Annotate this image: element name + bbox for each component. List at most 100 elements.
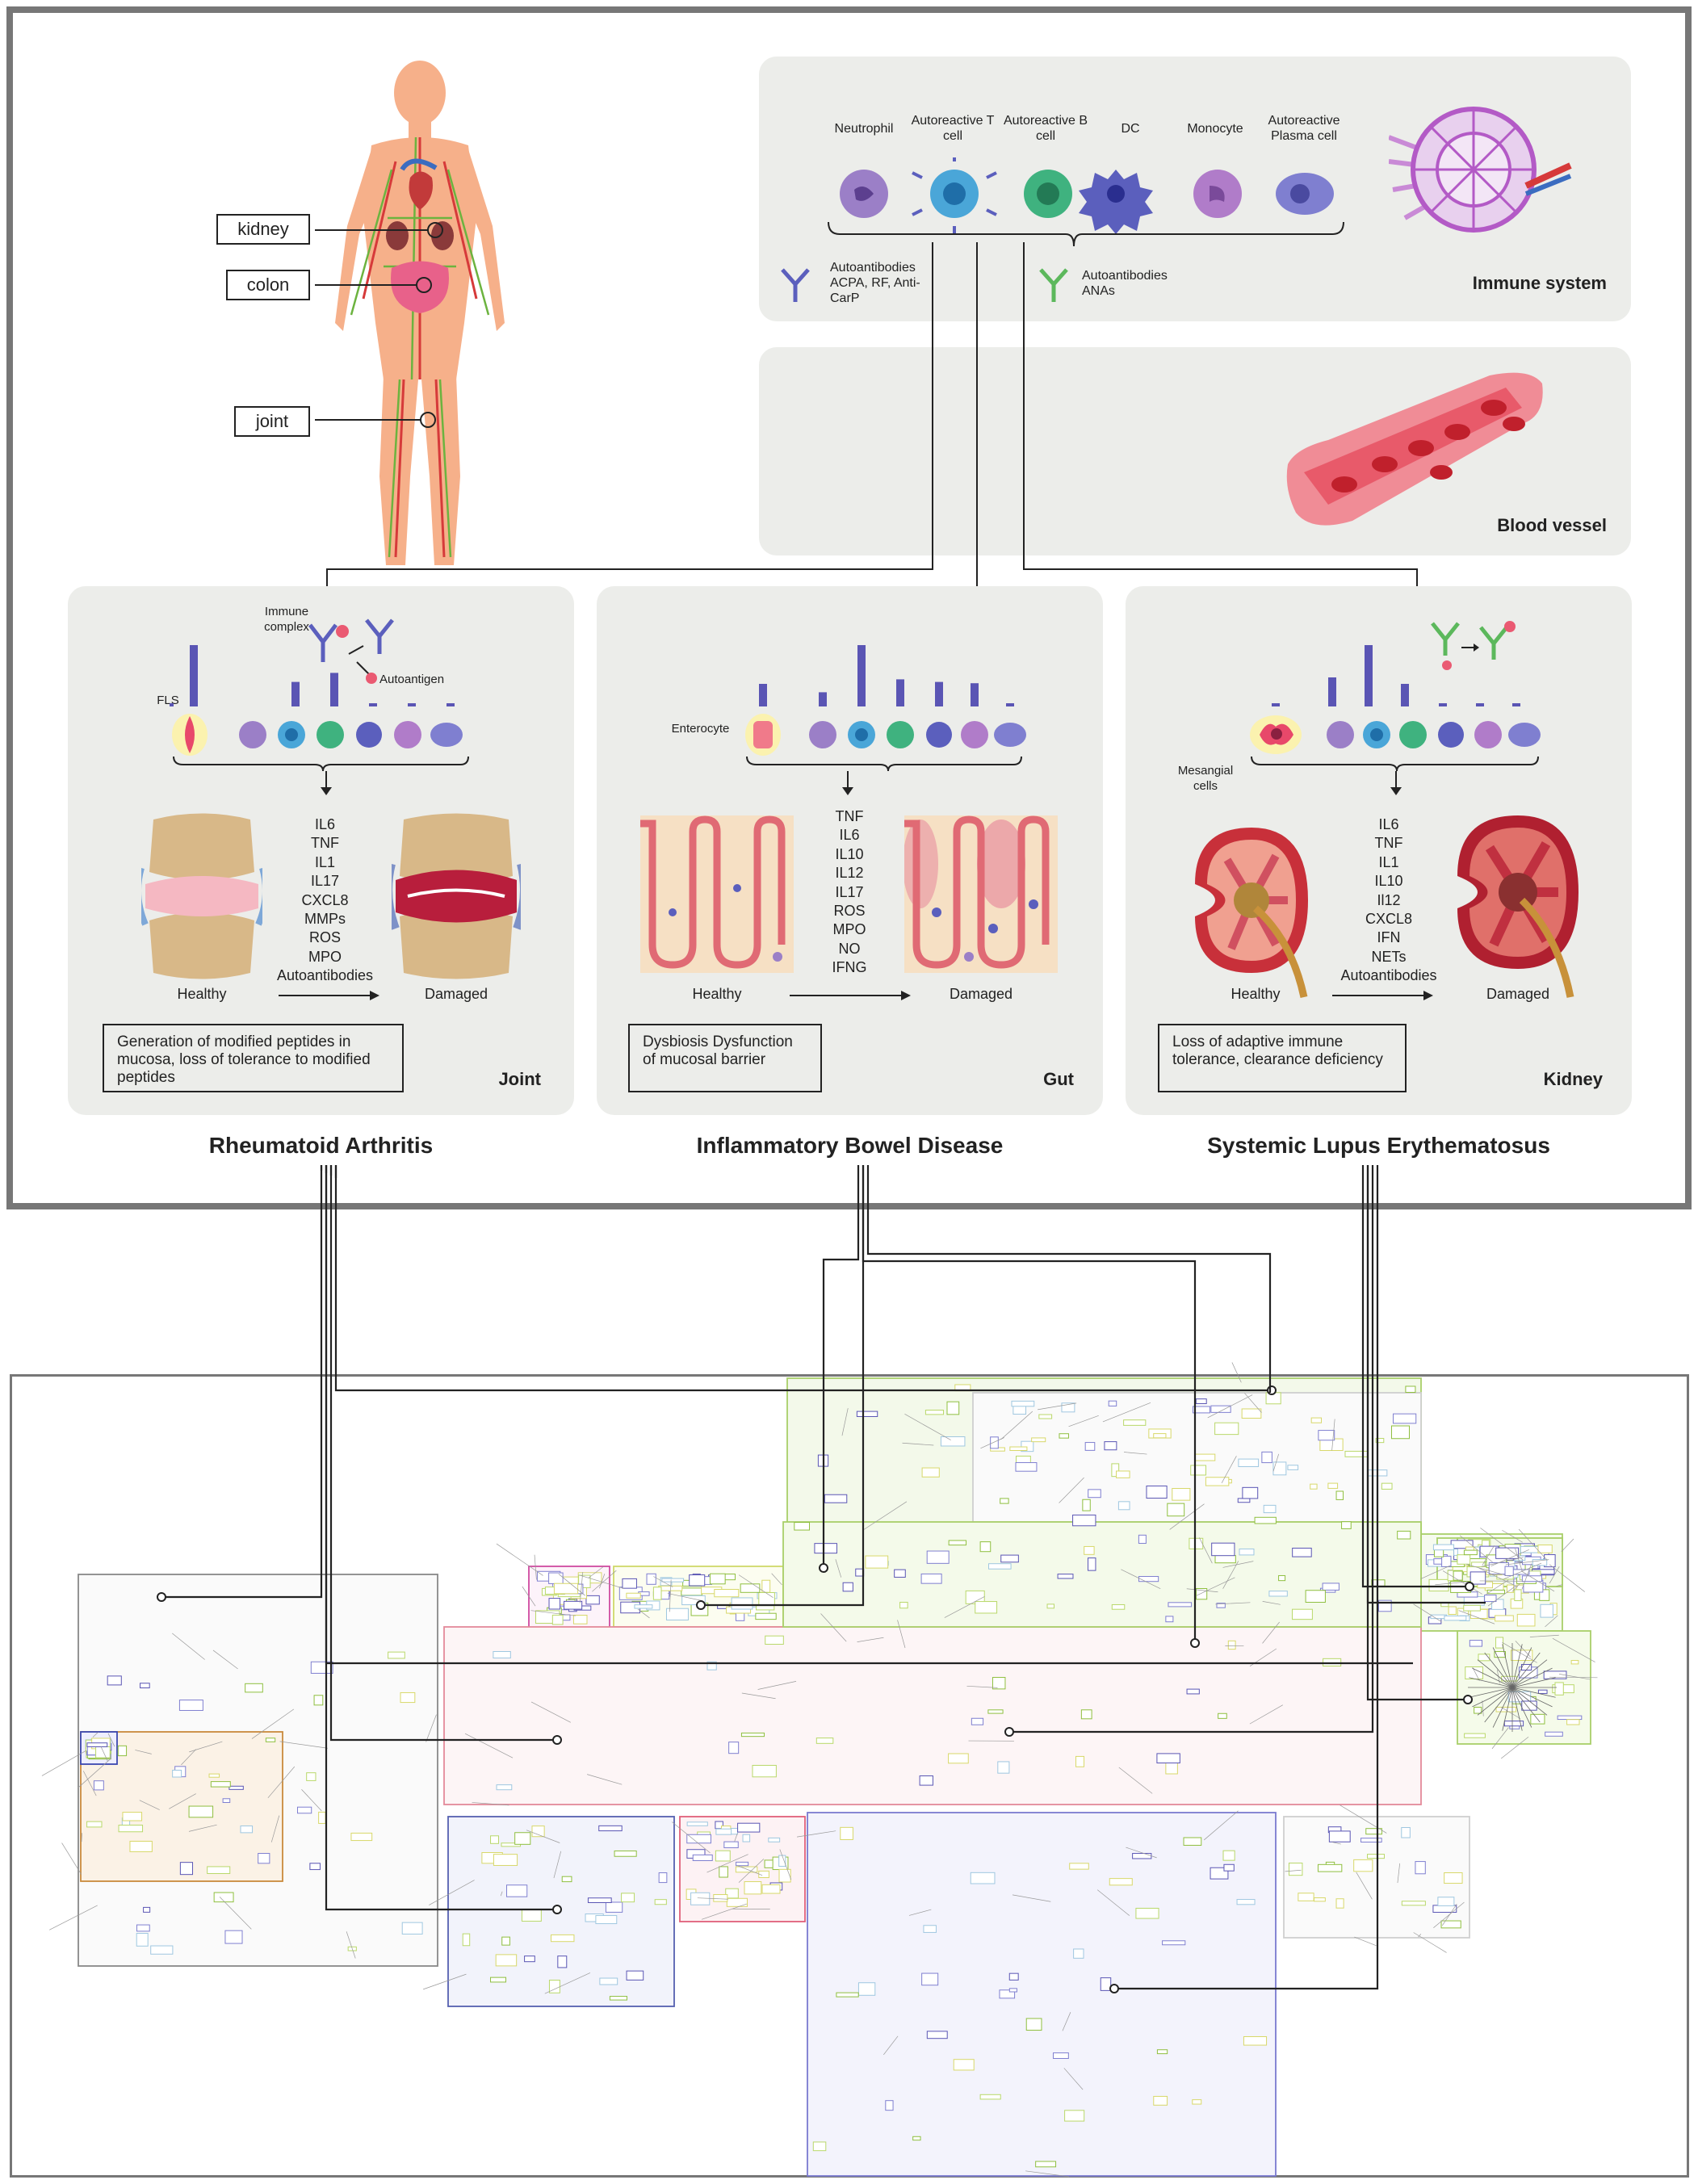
- immune-cell-label-neutrophil: Neutrophil: [834, 122, 894, 136]
- pathway-node: [1566, 1719, 1580, 1725]
- pathway-edge: [944, 1596, 985, 1618]
- pathway-node: [1288, 1862, 1303, 1876]
- pathway-edge: [544, 1972, 591, 1994]
- pathway-edge: [883, 2035, 899, 2056]
- pathway-node: [865, 1555, 889, 1569]
- pathway-edge: [1340, 1805, 1387, 1834]
- pathway-node: [970, 1872, 996, 1884]
- pathway-node: [652, 1587, 662, 1600]
- pathway-node: [1237, 1498, 1251, 1503]
- hub-edge: [1511, 1659, 1548, 1688]
- pathway-edge: [1418, 1934, 1422, 1938]
- expression-bar: [447, 703, 455, 706]
- pathway-node: [107, 1675, 122, 1686]
- pathway-node: [1088, 1489, 1101, 1499]
- pathway-node: [742, 1834, 751, 1842]
- pathway-edge: [701, 1903, 748, 1920]
- mediator-item: IL10: [835, 845, 864, 862]
- pathway-node: [150, 1945, 174, 1955]
- pathway-node: [714, 1589, 740, 1598]
- pathway-node: [1052, 2052, 1069, 2059]
- pathway-edge: [82, 1771, 97, 1796]
- pathway-node: [208, 1773, 220, 1778]
- pathway-node: [1025, 2018, 1042, 2031]
- pathway-edge: [251, 1708, 295, 1739]
- pathway-edge: [1285, 1869, 1302, 1872]
- pathway-node: [690, 1892, 711, 1905]
- pathway-edge: [1272, 1453, 1280, 1472]
- pathway-node: [1239, 1548, 1255, 1556]
- pathway-edge: [267, 1766, 296, 1799]
- pathway-node: [1135, 1907, 1159, 1919]
- immune-cell-label-dc: DC: [1121, 122, 1140, 136]
- pathway-node: [724, 1574, 736, 1581]
- pathway-node: [756, 1605, 775, 1611]
- pathway-node: [1211, 1542, 1235, 1557]
- pathway-edge: [1331, 1842, 1341, 1845]
- pathway-node: [551, 1934, 575, 1943]
- immune-cell-label-b-cell: Autoreactive B cell: [1003, 114, 1088, 143]
- pathway-node: [222, 1798, 231, 1803]
- mediator-item: Autoantibodies: [1340, 967, 1437, 984]
- pathway-node: [1287, 1465, 1299, 1470]
- pathway-edge: [1502, 1641, 1537, 1663]
- pathway-node: [1223, 1863, 1235, 1872]
- pathway-node: [1146, 1485, 1168, 1499]
- pathway-node: [1082, 1499, 1091, 1511]
- mediator-item: MPO: [832, 921, 866, 938]
- joint-healthy-label: Healthy: [177, 986, 227, 1002]
- pathway-node: [1080, 1709, 1092, 1720]
- pathway-edge: [1442, 1570, 1482, 1595]
- pathway-node: [857, 1982, 876, 1996]
- pathway-node: [768, 1837, 781, 1842]
- pathway-node: [614, 1850, 637, 1857]
- pathway-node: [1448, 1606, 1457, 1615]
- hub-edge: [1477, 1659, 1513, 1688]
- pathway-edge: [426, 1714, 437, 1742]
- pathway-node: [1227, 1640, 1236, 1650]
- pathway-node: [654, 1899, 667, 1905]
- pathway-node: [1344, 1450, 1369, 1457]
- pathway-edge: [464, 1733, 514, 1759]
- pathway-node: [1000, 1554, 1019, 1563]
- mediator-item: NO: [838, 940, 861, 957]
- expression-bar: [971, 683, 979, 706]
- joint-panel-title: Joint: [498, 1069, 541, 1089]
- pathway-node: [926, 1550, 950, 1564]
- hub-edge: [1511, 1644, 1523, 1688]
- pathway-node: [136, 1933, 149, 1947]
- pathway-node: [605, 1901, 623, 1913]
- pathway-edge: [1505, 1559, 1549, 1566]
- expression-bar: [408, 703, 416, 706]
- link-endpoint: [1109, 1984, 1119, 1993]
- pathway-node: [752, 1764, 777, 1778]
- pathway-node: [1495, 1637, 1504, 1649]
- pathway-edge: [1231, 1362, 1242, 1383]
- pathway-node: [1397, 1530, 1411, 1540]
- human-body-illustration: [315, 61, 505, 565]
- lymph-node-illustration: [1389, 107, 1572, 233]
- pathway-node: [1272, 1461, 1287, 1476]
- pathway-node: [728, 1742, 740, 1754]
- pathway-node: [1469, 1640, 1483, 1647]
- pathway-node: [548, 1598, 561, 1610]
- pathway-node: [1463, 1549, 1478, 1556]
- pathway-node: [646, 1573, 656, 1585]
- pathway-edge: [820, 1613, 847, 1642]
- pathway-edge: [1413, 1932, 1447, 1953]
- hub-edge: [1511, 1687, 1523, 1731]
- pathway-edge: [862, 1501, 908, 1531]
- pathway-edge: [1521, 1563, 1532, 1590]
- pathway-node: [681, 1587, 702, 1596]
- pathway-node: [894, 1569, 906, 1578]
- pathway-node: [761, 1579, 771, 1593]
- pathway-node: [658, 1872, 668, 1884]
- pathway-node: [1015, 1462, 1038, 1472]
- pathway-edge: [578, 1574, 625, 1589]
- pathway-node: [1064, 2110, 1085, 2122]
- pathway-node: [921, 1467, 940, 1478]
- pathway-edge: [1068, 1415, 1099, 1427]
- pathway-module: [782, 1521, 1422, 1628]
- pathway-node: [572, 1615, 588, 1624]
- pathway-node: [1390, 1425, 1410, 1440]
